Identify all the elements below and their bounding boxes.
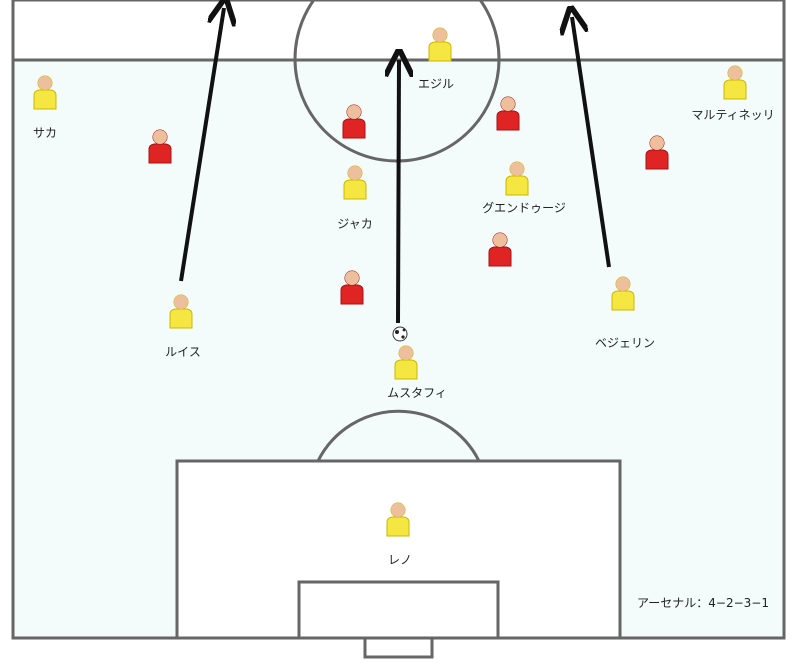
run-arrow-bellerin bbox=[572, 17, 611, 268]
player-label-mustafi: ムスタフィ bbox=[387, 386, 447, 400]
run-arrow-luiz bbox=[179, 8, 224, 282]
player-label-luiz: ルイス bbox=[165, 345, 201, 359]
player-label-xhaka: ジャカ bbox=[337, 217, 373, 231]
goal-area bbox=[297, 580, 500, 640]
goal bbox=[363, 636, 434, 659]
player-label-ozil: エジル bbox=[417, 77, 455, 91]
formation-label: アーセナル：4−2−3−1 bbox=[637, 596, 769, 610]
run-arrow-mustafi bbox=[398, 60, 399, 324]
ball-icon bbox=[392, 326, 408, 342]
player-label-guendouzi: グエンドゥージ bbox=[482, 201, 566, 215]
player-label-leno: レノ bbox=[387, 553, 413, 567]
player-label-martinelli: マルティネッリ bbox=[691, 108, 775, 122]
penalty-arc bbox=[316, 409, 481, 462]
player-label-saka: サカ bbox=[32, 126, 58, 140]
player-label-bellerin: ベジェリン bbox=[594, 336, 656, 350]
